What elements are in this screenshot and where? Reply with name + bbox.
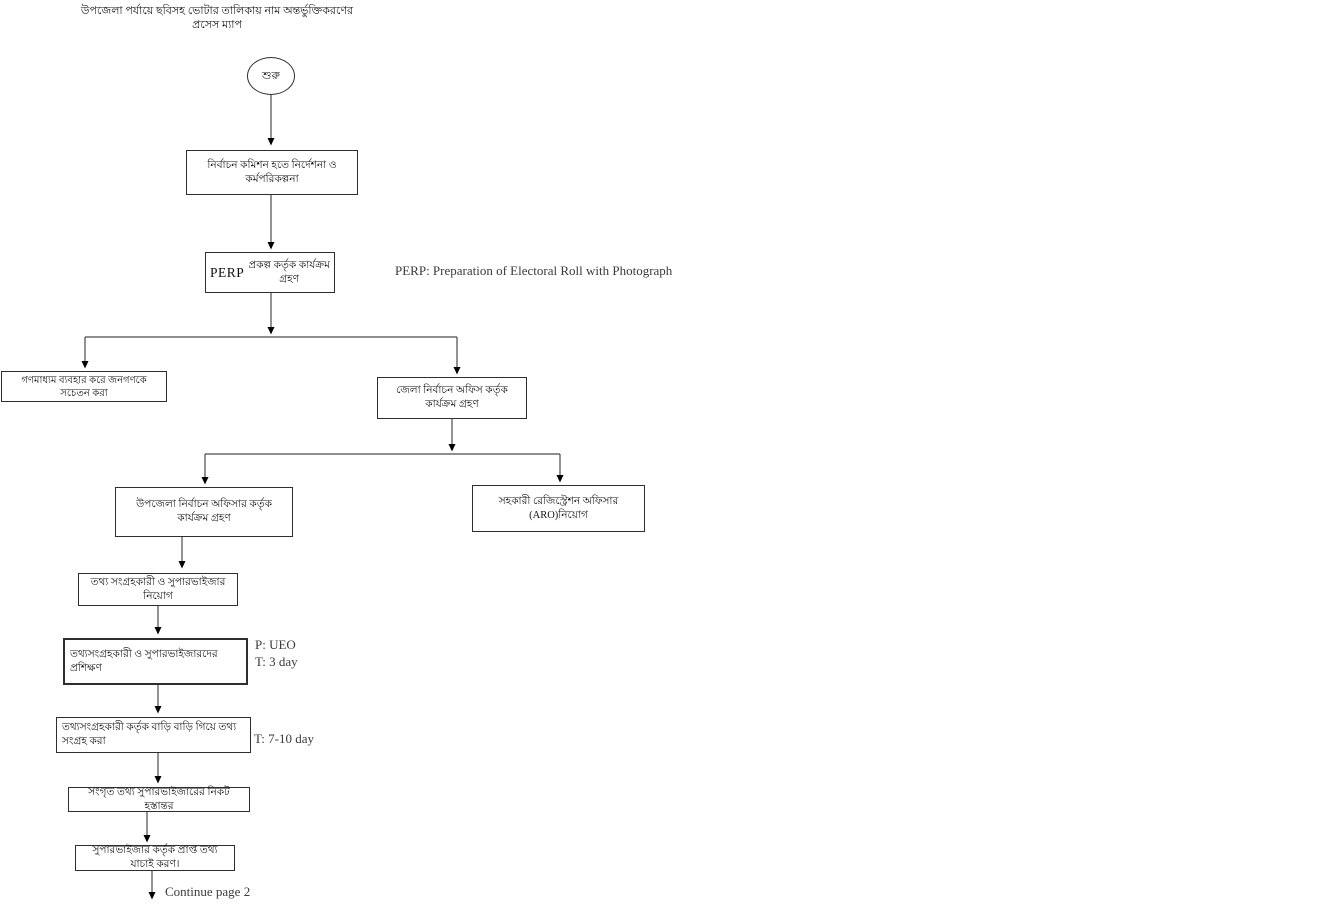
node-upazila-officer: উপজেলা নির্বাচন অফিসার কর্তৃক কার্যক্রম … (115, 487, 293, 537)
annotation-training-time: T: 3 day (255, 654, 298, 669)
annotation-perp-definition: PERP: Preparation of Electoral Roll with… (395, 263, 673, 278)
node-perp-latin-label: PERP (210, 264, 245, 280)
node-perp-bengali-label: প্রকল্প কর্তৃক কার্যক্রম গ্রহণ (248, 259, 330, 285)
annotation-collection-time: T: 7-10 day (254, 731, 315, 746)
node-handover-supervisor: সংগৃত তথ্য সুপারভাইজারের নিকট হস্তান্তর (68, 787, 250, 812)
node-district-office: জেলা নির্বাচন অফিস কর্তৃক কার্যক্রম গ্রহ… (377, 377, 527, 419)
node-door-to-door-collection: তথ্যসংগ্রহকারী কর্তৃক বাড়ি বাড়ি গিয়ে … (56, 717, 251, 753)
annotation-training-person: P: UEO (255, 637, 296, 652)
node-verification: সুপারভাইজার কর্তৃক প্রাপ্ত তথ্য যাচাই কর… (75, 845, 235, 871)
node-training: তথ্যসংগ্রহকারী ও সুপারভাইজারদের প্রশিক্ষ… (63, 638, 248, 685)
page-title: উপজেলা পর্যায়ে ছবিসহ ভোটার তালিকায় নাম… (80, 5, 354, 32)
node-perp-project: PERP প্রকল্প কর্তৃক কার্যক্রম গ্রহণ (205, 252, 335, 293)
node-recruit-collectors: তথ্য সংগ্রহকারী ও সুপারভাইজার নিয়োগ (78, 573, 238, 606)
annotation-continue-page: Continue page 2 (165, 884, 251, 899)
start-terminator: শুরু (247, 57, 295, 95)
node-media-awareness: গণমাধ্যম ব্যবহার করে জনগণকে সচেতন করা (1, 371, 167, 402)
node-aro-appointment: সহকারী রেজিস্ট্রেশন অফিসার (ARO)নিয়োগ (472, 485, 645, 532)
node-ec-directives: নির্বাচন কমিশন হতে নির্দেশনা ও কর্মপরিকল… (186, 150, 358, 195)
